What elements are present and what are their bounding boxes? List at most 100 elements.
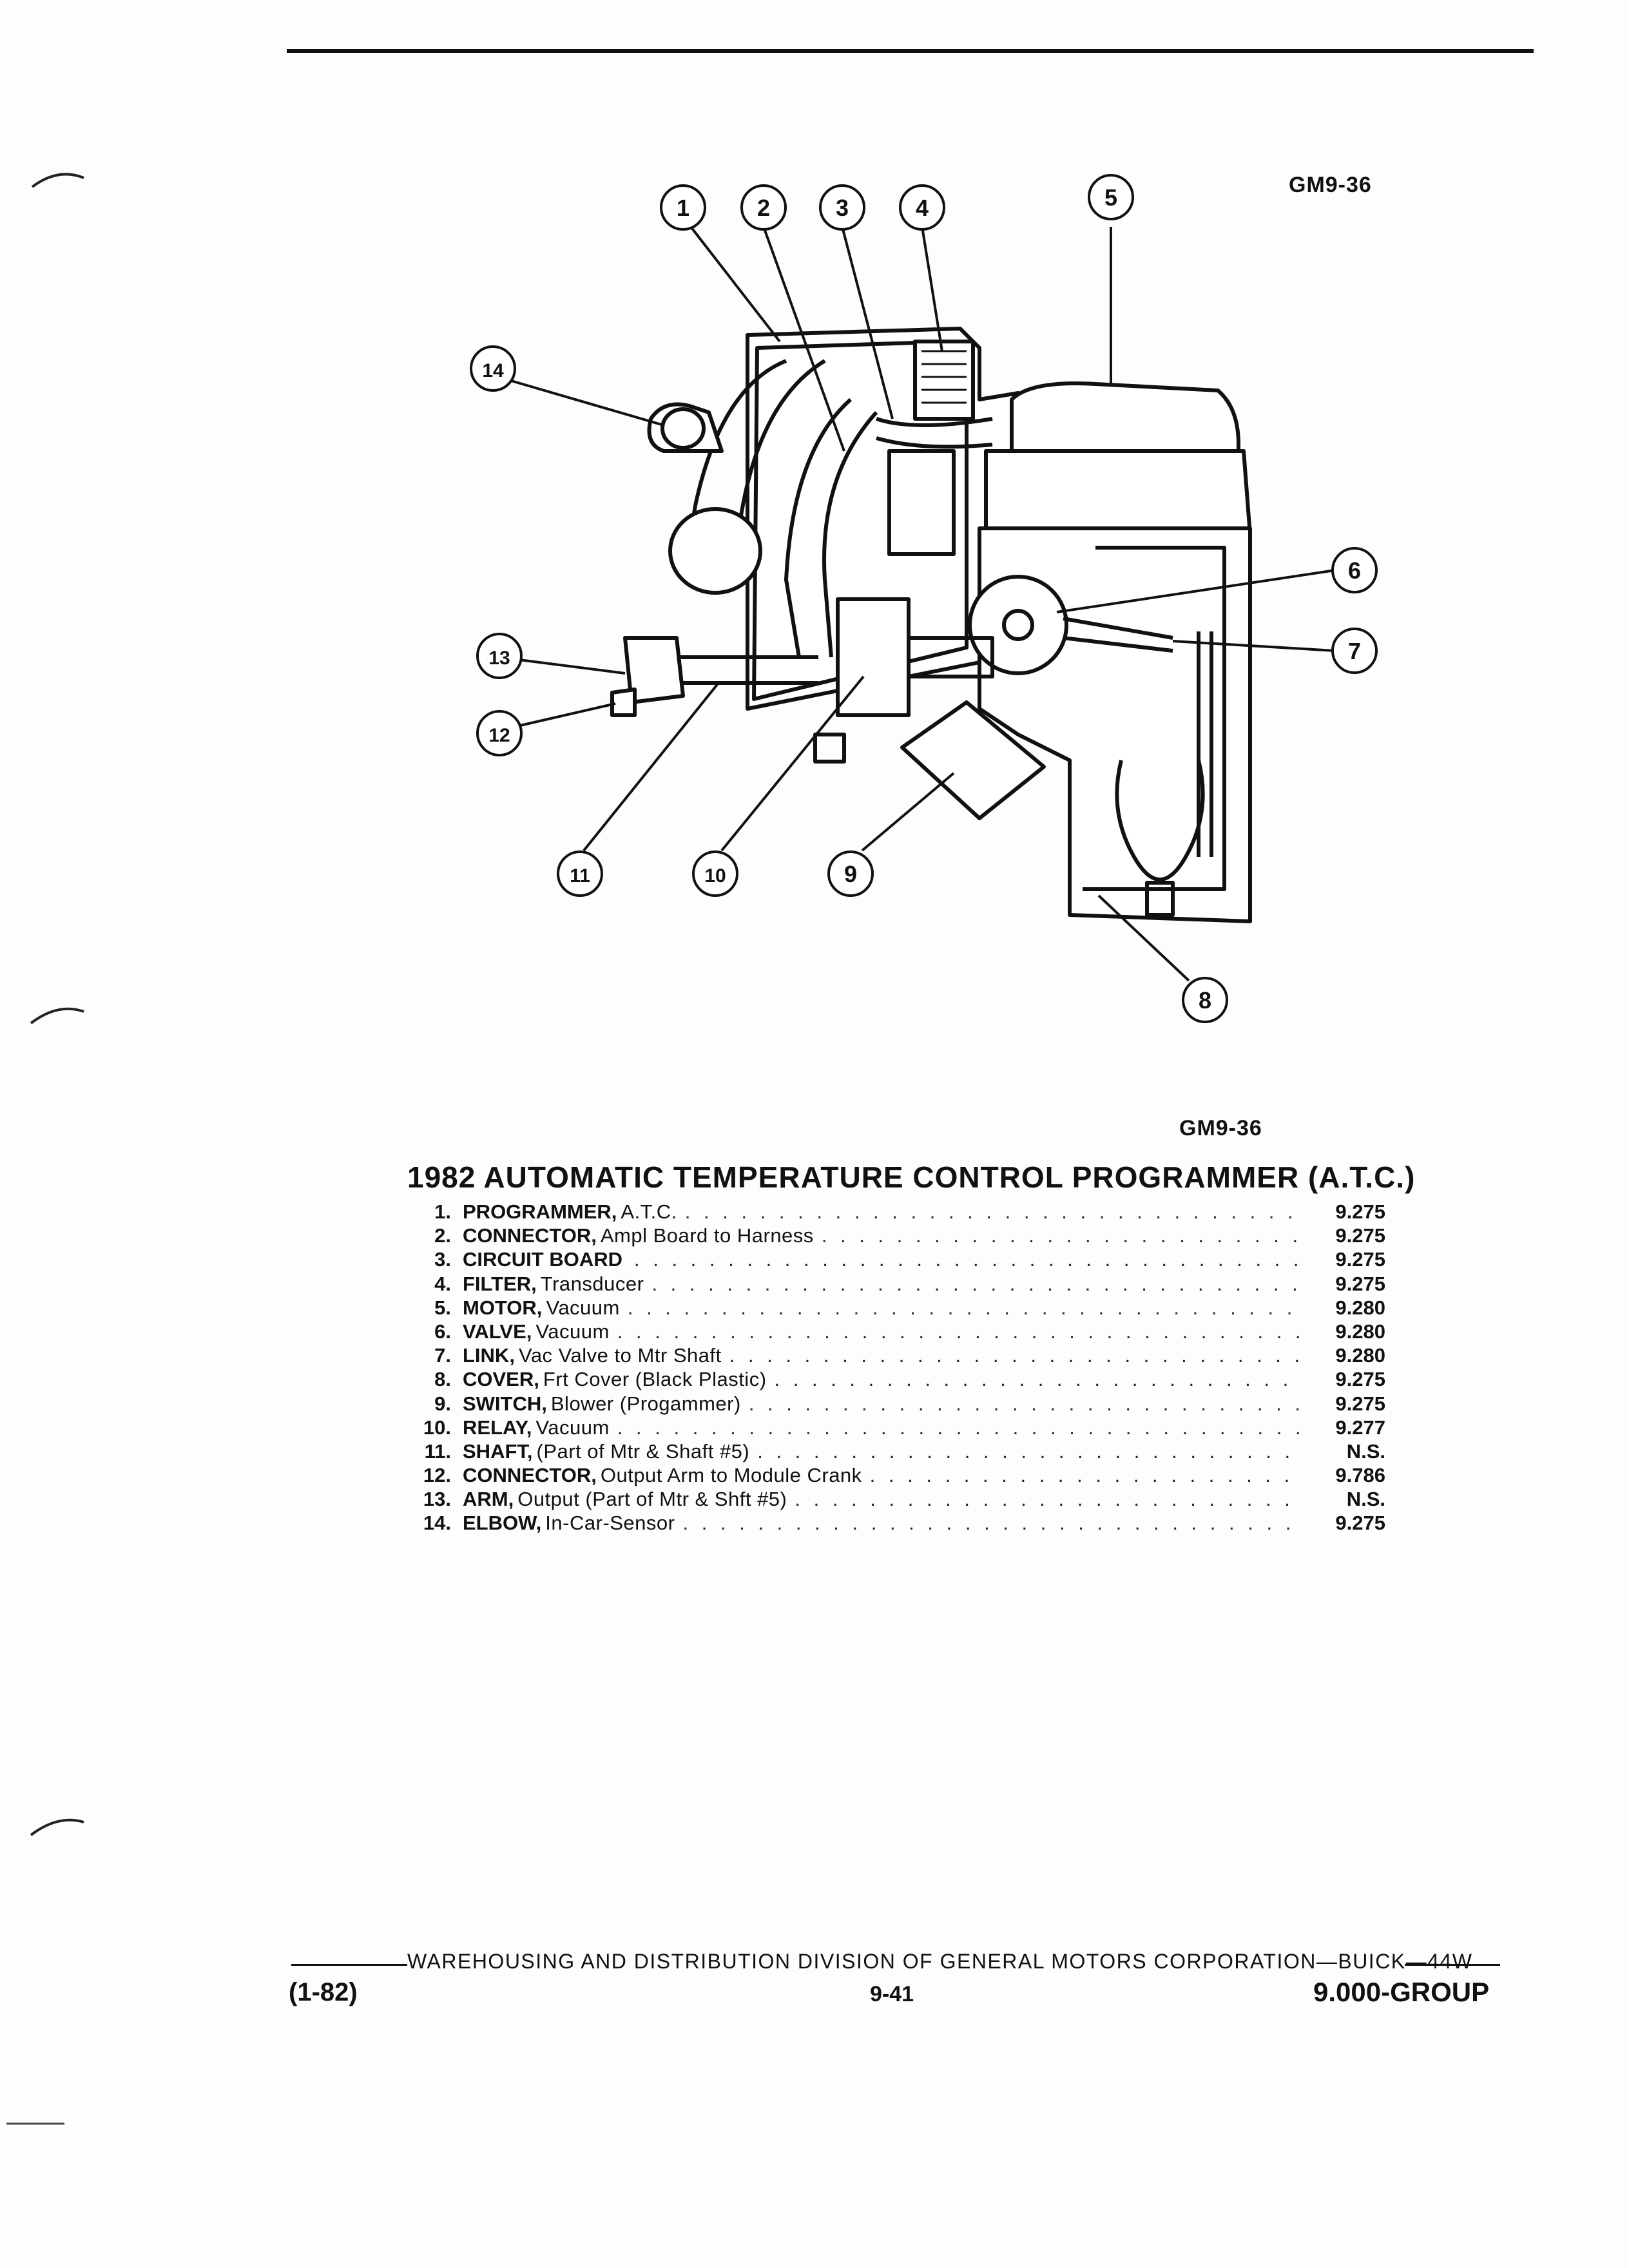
part-name: CONNECTOR, [463,1464,597,1487]
callout-10: 10 [692,850,738,897]
part-description: (Part of Mtr & Shaft #5) [536,1439,750,1463]
dot-leader: . . . . . . . . . . . . . . . . . . . . … [795,1488,1299,1511]
list-item: 10.RELAY,Vacuum. . . . . . . . . . . . .… [387,1416,1385,1439]
callout-9: 9 [827,850,874,897]
part-name: CIRCUIT BOARD [463,1248,622,1271]
part-group-ref: 9.275 [1335,1392,1385,1415]
part-name: ELBOW, [463,1512,542,1535]
callout-5: 5 [1088,174,1134,220]
list-item: 3. CIRCUIT BOARD . . . . . . . . . . . . .… [387,1247,1385,1271]
part-number: 11. [424,1439,451,1463]
list-item: 12.CONNECTOR,Output Arm to Module Crank.… [387,1463,1385,1487]
footer-rule-left [291,1964,407,1966]
dot-leader: . . . . . . . . . . . . . . . . . . . . … [684,1200,1299,1223]
part-name: SHAFT, [463,1439,533,1463]
part-description: Blower (Progammer) [550,1392,741,1415]
list-item: 2.CONNECTOR,Ampl Board to Harness. . . .… [387,1224,1385,1247]
part-name: COVER, [463,1368,539,1391]
part-description: Vacuum [546,1296,620,1319]
part-name: MOTOR, [463,1296,543,1319]
svg-text:9: 9 [844,861,857,887]
list-item: 8. COVER,Frt Cover (Black Plastic) . . . .… [387,1367,1385,1391]
figure-ref-code-top: GM9-36 [1289,173,1372,197]
part-group-ref: 9.277 [1335,1416,1385,1439]
footer-date: (1-82) [289,1978,358,2006]
part-description: Transducer [540,1272,644,1295]
footer-group: 9.000-GROUP [1313,1977,1490,2007]
part-number: 8. [434,1368,451,1391]
part-name: LINK, [463,1344,515,1367]
part-number: 6. [434,1320,451,1343]
callout-1: 1 [660,184,706,231]
svg-text:2: 2 [757,195,770,221]
svg-text:1: 1 [677,195,689,221]
footer-page-number: 9-41 [870,1982,914,2006]
dot-leader: . . . . . . . . . . . . . . . . . . . . … [617,1416,1299,1439]
svg-text:8: 8 [1199,987,1211,1014]
part-group-ref: 9.275 [1335,1200,1385,1223]
callout-4: 4 [899,184,945,231]
part-number: 1. [434,1200,451,1223]
callout-14: 14 [470,345,516,392]
part-number: 9. [434,1392,451,1415]
callouts: 1 2 3 4 5 6 7 8 9 10 11 12 13 14 [470,174,1378,1023]
list-item: 1.PROGRAMMER,A.T.C.. . . . . . . . . . .… [387,1200,1385,1224]
list-item: 6.VALVE,Vacuum. . . . . . . . . . . . . … [387,1320,1385,1343]
callout-2: 2 [740,184,787,231]
dot-leader: . . . . . . . . . . . . . . . . . . . . … [634,1248,1299,1271]
part-group-ref: 9.275 [1335,1248,1385,1271]
part-number: 5. [434,1296,451,1319]
part-name: CONNECTOR, [463,1224,597,1247]
part-description: In-Car-Sensor [545,1512,675,1535]
list-item: 13.ARM,Output (Part of Mtr & Shft #5). .… [387,1487,1385,1511]
callout-7: 7 [1331,628,1378,674]
part-group-ref: 9.280 [1335,1296,1385,1319]
svg-text:12: 12 [488,725,510,746]
margin-marks [6,173,84,2125]
list-item: 11.SHAFT,(Part of Mtr & Shaft #5). . . .… [387,1439,1385,1463]
dot-leader: . . . . . . . . . . . . . . . . . . . . … [729,1344,1299,1367]
dot-leader: . . . . . . . . . . . . . . . . . . . . … [651,1272,1299,1295]
svg-text:14: 14 [482,360,504,381]
part-name: RELAY, [463,1416,532,1439]
svg-text:11: 11 [570,865,590,887]
part-name: VALVE, [463,1320,532,1343]
part-description: Output (Part of Mtr & Shft #5) [517,1488,787,1511]
dot-leader: . . . . . . . . . . . . . . . . . . . . … [682,1512,1299,1535]
dot-leader: . . . . . . . . . . . . . . . . . . . . … [774,1368,1299,1391]
callout-8: 8 [1182,977,1228,1023]
list-item: 5. MOTOR,Vacuum . . . . . . . . . . . . . … [387,1296,1385,1320]
part-description: Vac Valve to Mtr Shaft [518,1344,722,1367]
page-title: 1982 AUTOMATIC TEMPERATURE CONTROL PROGR… [407,1160,1416,1194]
part-name: FILTER, [463,1272,537,1295]
callout-13: 13 [476,633,523,679]
part-group-ref: 9.275 [1335,1272,1385,1295]
dot-leader: . . . . . . . . . . . . . . . . . . . . … [821,1224,1299,1247]
list-item: 7.LINK,Vac Valve to Mtr Shaft. . . . . .… [387,1343,1385,1367]
svg-text:7: 7 [1348,638,1361,664]
part-number: 10. [423,1416,451,1439]
dot-leader: . . . . . . . . . . . . . . . . . . . . … [748,1392,1299,1415]
programmer-diagram: 1 2 3 4 5 6 7 8 9 10 11 12 13 14 [470,174,1378,1023]
part-name: ARM, [463,1488,514,1511]
list-item: 9.SWITCH,Blower (Progammer). . . . . . .… [387,1392,1385,1416]
parts-list: 1.PROGRAMMER,A.T.C.. . . . . . . . . . .… [387,1200,1385,1535]
part-group-ref: N.S. [1346,1439,1385,1463]
part-group-ref: 9.275 [1335,1224,1385,1247]
callout-6: 6 [1331,547,1378,593]
part-number: 3. [434,1248,451,1271]
part-description: Output Arm to Module Crank [600,1464,862,1487]
part-group-ref: 9.275 [1335,1512,1385,1535]
programmer-illustration [610,327,1252,923]
svg-text:13: 13 [488,648,510,669]
svg-text:10: 10 [704,865,726,887]
part-group-ref: 9.275 [1335,1368,1385,1391]
callout-12: 12 [476,710,523,756]
dot-leader: . . . . . . . . . . . . . . . . . . . . … [627,1296,1299,1319]
list-item: 4.FILTER,Transducer. . . . . . . . . . .… [387,1272,1385,1296]
part-group-ref: N.S. [1346,1488,1385,1511]
part-description: Frt Cover (Black Plastic) [543,1368,767,1391]
part-group-ref: 9.786 [1335,1464,1385,1487]
dot-leader: . . . . . . . . . . . . . . . . . . . . … [617,1320,1299,1343]
part-description: A.T.C. [621,1200,677,1223]
